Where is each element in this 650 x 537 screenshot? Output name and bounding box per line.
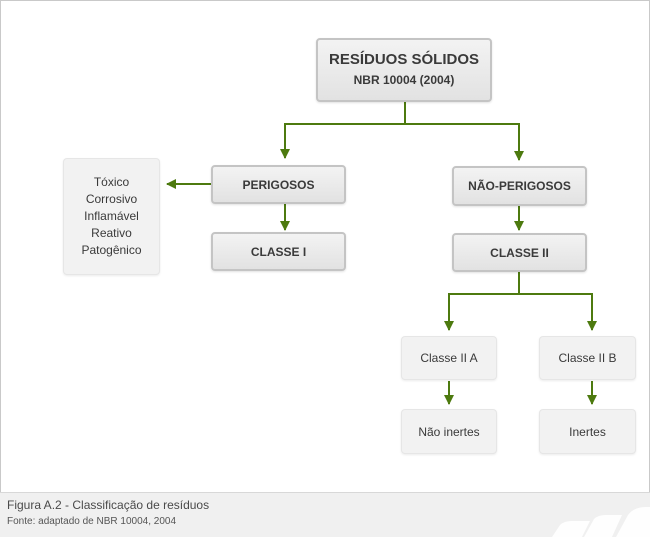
class2-to-subclass-b-connector xyxy=(519,293,597,331)
nonhazardous-node: NÃO-PERIGOSOS xyxy=(452,166,587,206)
subclass-b-node: Classe II B xyxy=(539,336,636,380)
class1-node: CLASSE I xyxy=(211,232,346,271)
inert-label: Inertes xyxy=(569,424,606,439)
class2-label: CLASSE II xyxy=(490,245,549,260)
root-title: RESÍDUOS SÓLIDOS xyxy=(328,51,480,68)
non-inert-node: Não inertes xyxy=(401,409,497,454)
root-to-branches-connector xyxy=(280,101,406,159)
property-item: Corrosivo xyxy=(85,192,138,206)
class2-to-subclass-a-connector xyxy=(444,272,520,331)
property-item: Reativo xyxy=(91,226,132,240)
property-item: Inflamável xyxy=(84,209,139,223)
subclass-a-label: Classe II A xyxy=(420,351,478,365)
property-item: Patogênico xyxy=(81,243,142,257)
root-to-nonhazardous-connector xyxy=(405,123,524,161)
subclass-a-node: Classe II A xyxy=(401,336,497,380)
hazardous-label: PERIGOSOS xyxy=(242,177,315,192)
properties-node: Tóxico Corrosivo Inflamável Reativo Pato… xyxy=(63,158,160,275)
figure-source: Fonte: adaptado de NBR 10004, 2004 xyxy=(7,516,177,527)
root-subtitle: NBR 10004 (2004) xyxy=(353,73,455,87)
hazardous-node: PERIGOSOS xyxy=(211,165,346,204)
class1-label: CLASSE I xyxy=(250,244,307,259)
nonhazardous-label: NÃO-PERIGOSOS xyxy=(468,179,571,193)
root-node: RESÍDUOS SÓLIDOS NBR 10004 (2004) xyxy=(316,38,492,102)
figure-footer: Figura A.2 - Classificação de resíduos F… xyxy=(0,492,650,537)
figure-caption: Figura A.2 - Classificação de resíduos xyxy=(7,498,210,512)
decorative-shapes xyxy=(552,507,650,537)
non-inert-label: Não inertes xyxy=(418,424,480,439)
property-item: Tóxico xyxy=(93,175,130,189)
subclass-b-label: Classe II B xyxy=(558,351,617,365)
class2-node: CLASSE II xyxy=(452,233,587,272)
inert-node: Inertes xyxy=(539,409,636,454)
